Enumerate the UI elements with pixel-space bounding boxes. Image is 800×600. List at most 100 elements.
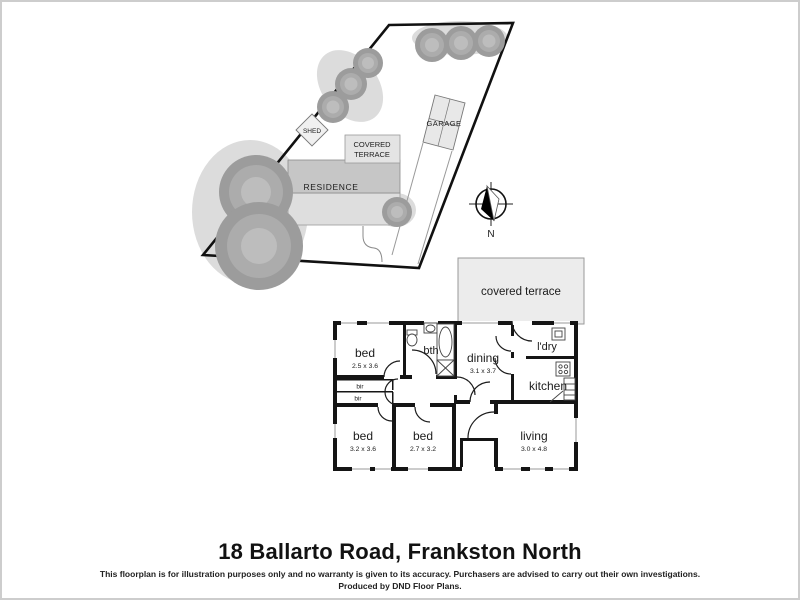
garden-path [362, 226, 383, 263]
window [352, 467, 370, 471]
window [553, 467, 569, 471]
wall [396, 403, 415, 407]
door-arc-bed2 [414, 406, 431, 423]
fp-covered-terrace: covered terrace [457, 257, 585, 325]
room-label-living: living [520, 429, 547, 443]
fixtures [406, 322, 576, 403]
wall [511, 321, 514, 336]
terrace-door-opening [512, 321, 532, 325]
wall [333, 321, 337, 471]
room-dims-bed2: 2.7 x 3.2 [410, 446, 436, 453]
room-label-laundry: l'dry [537, 341, 557, 353]
laundry-trough-icon [554, 330, 563, 338]
door-arc-ldry [495, 335, 512, 352]
driveway-line [417, 150, 453, 265]
shed-label: SHED [303, 128, 321, 135]
wall [436, 375, 457, 379]
compass-needle-light [486, 184, 500, 222]
room-labels: bed 2.5 x 3.6 bth dining 3.1 x 3.7 l'dry… [350, 341, 567, 453]
compass-ring [475, 188, 507, 220]
site-terrace-label-2: TERRACE [354, 150, 390, 159]
wall [526, 356, 578, 359]
wall [460, 438, 463, 470]
disclaimer-line-2: Produced by DND Floor Plans. [338, 580, 462, 591]
tree [415, 28, 449, 62]
wall [494, 404, 498, 414]
floor-plan: covered terrace [333, 257, 585, 471]
cooktop-burner [563, 369, 569, 375]
pantry-icon [563, 377, 576, 401]
bench-corner [549, 390, 564, 403]
window [341, 321, 357, 325]
door-arc-dining-hall [456, 376, 476, 396]
shed-rect [295, 113, 329, 147]
basin-icon [425, 324, 436, 333]
site-covered-terrace: COVERED TERRACE [344, 134, 401, 164]
room-label-kitchen: kitchen [529, 379, 567, 393]
room-dims-dining: 3.1 x 3.7 [470, 368, 496, 375]
room-label-bed2: bed [413, 429, 433, 443]
bathtub-icon [438, 326, 453, 358]
windows [333, 321, 578, 471]
garage-label: GARAGE [426, 119, 461, 128]
site-terrace-rect [344, 134, 401, 164]
doors [377, 320, 533, 439]
residence-building: RESIDENCE [287, 159, 401, 226]
tree [335, 68, 367, 100]
tree [317, 91, 349, 123]
disclaimer: This floorplan is for illustration purpo… [2, 569, 798, 592]
window [333, 424, 337, 438]
wall [333, 467, 578, 471]
shed-building: SHED [295, 113, 329, 147]
window [530, 467, 545, 471]
cooktop-burner [563, 364, 569, 369]
bir-partition [392, 392, 394, 403]
disclaimer-line-1: This floorplan is for illustration purpo… [99, 569, 701, 580]
site-plan: RESIDENCE COVERED TERRACE GARAGE SHED [192, 21, 515, 290]
walls [333, 321, 578, 471]
door-arc-living [469, 381, 491, 403]
address-title: 18 Ballarto Road, Frankston North [218, 539, 582, 565]
door-arc-bed1 [383, 360, 401, 378]
garage-building: GARAGE [422, 94, 466, 151]
fp-terrace-label: covered terrace [481, 286, 561, 298]
wall [460, 438, 497, 441]
window [574, 418, 578, 442]
residence-upper [287, 159, 401, 194]
door-arc-terrace [511, 320, 533, 342]
fp-terrace-rect [457, 257, 585, 325]
room-label-bed1: bed [355, 346, 375, 360]
room-dims-bed3: 3.2 x 3.6 [350, 446, 376, 453]
wall [494, 438, 498, 470]
door-arc-bed3 [377, 406, 393, 422]
wall [454, 395, 457, 404]
residence-label: RESIDENCE [304, 182, 359, 192]
wall [333, 375, 384, 379]
tree [382, 197, 412, 227]
tree [444, 26, 478, 60]
wall [392, 403, 396, 467]
door-arc-kitchen [494, 357, 512, 375]
compass-needle-dark [481, 186, 494, 221]
wall [452, 403, 456, 467]
room-label-bed3: bed [353, 429, 373, 443]
door-arc-entry [467, 411, 495, 439]
bir-partition [392, 379, 394, 390]
wall [511, 374, 514, 404]
wall [574, 321, 578, 471]
window [333, 340, 337, 358]
wall [454, 321, 457, 379]
bir-partition [335, 391, 393, 393]
footer: 18 Ballarto Road, Frankston North This f… [2, 539, 798, 592]
room-dims-living: 3.0 x 4.8 [521, 446, 547, 453]
cooktop-icon [555, 361, 571, 377]
bir-partition [335, 379, 393, 381]
tree [353, 48, 383, 78]
compass-north-label: N [487, 229, 494, 240]
cooktop-burner [558, 364, 563, 369]
room-dims-bed1: 2.5 x 3.6 [352, 363, 378, 370]
window [503, 467, 521, 471]
driveway [391, 142, 453, 265]
